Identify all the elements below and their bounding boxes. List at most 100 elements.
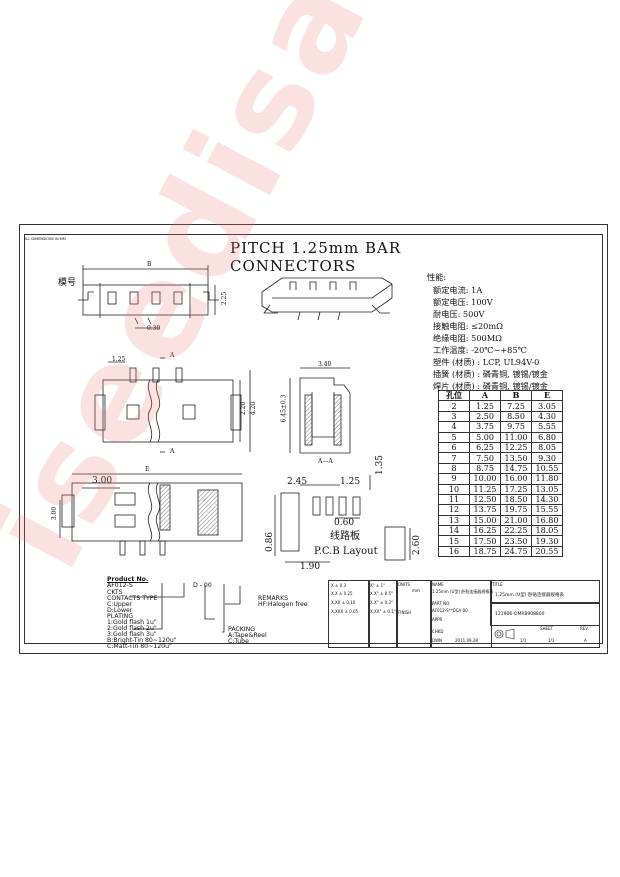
sheet-label: SHEET xyxy=(540,626,554,631)
ordering-leaders xyxy=(130,583,241,633)
sheet-count: 1/1 xyxy=(548,638,555,643)
ordering-line: 1:Gold flash 1u" xyxy=(107,619,157,626)
mold-label: 模号 xyxy=(58,278,77,288)
dim-135: 1.35 xyxy=(375,454,386,476)
dim-225: 2.25 xyxy=(221,291,229,306)
top-view xyxy=(94,357,251,453)
tol-3: X.XX ± 0.10 xyxy=(331,600,356,605)
spec-line: 性能: xyxy=(427,272,447,282)
dim-340: 3.40 xyxy=(318,361,332,368)
ordering-line: C:Matt-Tin 80~120u" xyxy=(107,643,172,650)
dim-300b: 3.00 xyxy=(51,506,59,521)
spec-line: 插簧 (材质) : 磷青铜, 镀锡/镀金 xyxy=(433,369,548,379)
ang-3: X.X° ± 0.3° xyxy=(370,600,394,605)
ordering-line: D:Lower xyxy=(107,607,133,614)
e-label: E xyxy=(145,466,150,473)
ordering-line: 2:Gold flash 2u" xyxy=(107,625,157,632)
dwn-label: DWN xyxy=(432,638,443,643)
docno-cell xyxy=(490,602,600,626)
spec-line: 耐电压: 500V xyxy=(433,309,485,319)
ordering-line: CONTACTS TYPE xyxy=(107,595,158,602)
dim-125b: 1.25 xyxy=(340,477,361,487)
ang-4: X.XX° ± 0.1° xyxy=(370,609,396,614)
packing-label: PACKING xyxy=(228,626,256,633)
spec-line: 绝缘电阻: 500MΩ xyxy=(433,333,502,343)
dim-086: 0.86 xyxy=(265,531,276,553)
tol-2: X.X ± 0.25 xyxy=(331,591,353,596)
part-label: PART NO. xyxy=(432,601,451,606)
date: 2011.09.28 xyxy=(455,638,478,643)
packing-tube: C:Tube xyxy=(228,638,249,645)
packing-tape: A:Tape&Reel xyxy=(228,632,267,639)
dim-420: 4.20 xyxy=(250,401,258,416)
section-label: A—A xyxy=(318,458,333,465)
tolerance-cell xyxy=(328,580,370,648)
pcb-label-cn: 线路板 xyxy=(330,531,360,542)
title-cell xyxy=(490,580,600,604)
units-label: UNITS xyxy=(398,582,411,587)
header-note: ALL DIMENSIONS IN MM xyxy=(24,237,66,241)
isometric-view xyxy=(261,277,393,321)
sheet-value: 1/1 xyxy=(520,638,527,643)
dim-125: 1.25 xyxy=(112,356,126,363)
pcb-layout xyxy=(274,475,411,563)
name-label: NAME xyxy=(432,582,444,587)
finish-label: FINISH xyxy=(398,610,412,615)
remarks-value: HF:Halogen free xyxy=(258,601,308,608)
part-number: AF012-S**DCA-00 xyxy=(432,608,468,613)
spec-line: 接触电阻: ≤20mΩ xyxy=(433,321,503,331)
part-cell xyxy=(430,580,492,648)
projection-icon xyxy=(494,628,515,640)
title-label: TITLE xyxy=(492,582,503,587)
ordering-line: CKTS xyxy=(107,589,123,596)
remarks-label: REMARKS xyxy=(258,595,289,602)
product-no-label: Product No. xyxy=(107,576,149,583)
drawing-title: PITCH 1.25mm BAR CONNECTORS xyxy=(230,239,402,275)
spec-line: 塑件 (材质) : LCP, UL94V-0 xyxy=(433,357,540,367)
drawing-title-cn: 1.25mm (U型) 卧贴连接器规格表 xyxy=(495,593,564,598)
a-mark-bottom: A xyxy=(170,448,175,455)
dim-220: 2.20 xyxy=(240,401,248,416)
ang-2: X.X° ± 0.5° xyxy=(370,591,394,596)
units-value: mm xyxy=(412,588,420,593)
table-cell: 20.55 xyxy=(531,545,563,558)
ordering-line: B:Bright-Tin 80~120u" xyxy=(107,637,177,644)
dim-030: 0.30 xyxy=(147,325,161,332)
units-cell xyxy=(396,580,432,648)
product-code: AF012-S xyxy=(107,582,133,589)
b-label: B xyxy=(147,261,152,268)
dim-060: 0.60 xyxy=(334,518,355,528)
rev-label: REV. xyxy=(580,626,589,631)
appr-label: APPR xyxy=(432,617,443,622)
drawing-frame xyxy=(19,224,608,654)
section-view xyxy=(289,367,351,454)
product-suffix: D - 00 xyxy=(193,582,212,589)
doc-number: 121906-OMR8908800 xyxy=(495,612,545,617)
name-cn: 1.25mm (U型) 卧贴连接器规格表 xyxy=(432,589,494,594)
rev-value: A xyxy=(584,638,587,643)
spec-line: 焊片 (材质) : 磷青铜, 镀锡/镀金 xyxy=(433,381,548,391)
bottom-view xyxy=(59,473,243,556)
drawing-inner-frame xyxy=(24,234,603,644)
dim-300: 3.00 xyxy=(92,476,113,486)
spec-line: 额定电压: 100V xyxy=(433,297,493,307)
chkd-label: CHKD xyxy=(432,629,444,634)
tol-4: X.XXX ± 0.05 xyxy=(331,609,359,614)
dim-190: 1.90 xyxy=(300,562,321,572)
ordering-line: C:Upper xyxy=(107,601,133,608)
dim-260: 2.60 xyxy=(412,534,423,556)
ordering-line: 3:Gold flash 3u" xyxy=(107,631,157,638)
dim-245: 2.45 xyxy=(287,477,308,487)
spec-line: 工作温度: -20℃~+85℃ xyxy=(433,345,527,355)
ang-1: X° ± 1° xyxy=(370,583,386,588)
angle-cell xyxy=(368,580,398,648)
tol-1: X ± 0.3 xyxy=(331,583,346,588)
pcb-label-en: P.C.B Layout xyxy=(314,546,378,557)
